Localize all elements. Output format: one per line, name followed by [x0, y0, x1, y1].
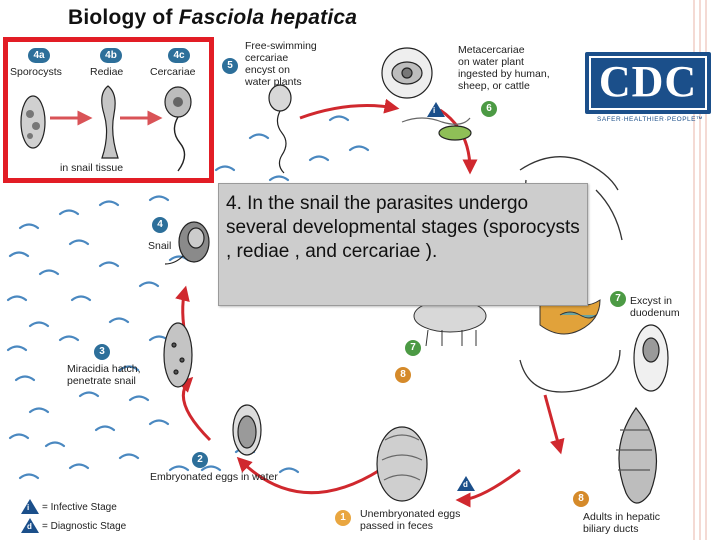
- stage-3-label: Miracidia hatch, penetrate snail: [67, 363, 141, 387]
- stage-1-badge: 1: [335, 510, 351, 526]
- snail-tissue-stages-highlight: 4a 4b 4c Sporocysts Rediae Cercariae in …: [3, 37, 214, 183]
- water-waves: [6, 115, 370, 480]
- adult-fluke-drawing: [616, 406, 657, 504]
- stage-4-badge: 4: [152, 217, 168, 233]
- cdc-logo-plate: [585, 52, 711, 114]
- sporocyst-drawing: [20, 95, 46, 149]
- infective-stage-marker-icon: i: [427, 102, 445, 117]
- free-cercaria-drawing: [268, 84, 292, 174]
- diagnostic-stage-marker-icon: d: [457, 476, 475, 491]
- metacercaria-drawing: [381, 47, 472, 141]
- infective-marker-text: i: [433, 106, 436, 115]
- legend-infective-icon-text: i: [27, 503, 30, 512]
- stage-4b-badge: 4b: [100, 48, 122, 63]
- legend-infective-icon: i: [21, 499, 39, 514]
- stage-7-label: Excyst in duodenum: [630, 295, 680, 319]
- stage-6-badge: 6: [481, 101, 497, 117]
- callout-text: 4. In the snail the parasites undergo se…: [226, 193, 580, 262]
- snail-drawing: [164, 221, 210, 265]
- legend-infective-label: = Infective Stage: [42, 502, 117, 513]
- stage-8-label: Adults in hepatic biliary ducts: [583, 511, 661, 535]
- cdc-logo-frame: [589, 56, 707, 110]
- sporocysts-label: Sporocysts: [10, 66, 62, 78]
- stage-1-label: Unembryonated eggs passed in feces: [360, 508, 461, 532]
- stage-8-host-badge: 8: [395, 367, 411, 383]
- cercariae-label: Cercariae: [150, 66, 196, 78]
- redia-drawing: [101, 85, 119, 159]
- explanation-callout: 4. In the snail the parasites undergo se…: [218, 183, 588, 306]
- in-snail-tissue-label: in snail tissue: [60, 162, 124, 174]
- cdc-logo: CDC SAFER·HEALTHIER·PEOPLE™: [583, 50, 717, 128]
- diagnostic-marker-text: d: [463, 480, 468, 489]
- stage-2-label: Embryonated eggs in water: [150, 471, 278, 483]
- cercaria-drawing: [164, 86, 192, 172]
- stage-2-badge: 2: [192, 452, 208, 468]
- rediae-label: Rediae: [90, 66, 124, 78]
- stage-5-badge: 5: [222, 58, 238, 74]
- unembryonated-egg-drawing: [376, 426, 428, 502]
- stage-4-label: Snail: [148, 240, 172, 252]
- stage-6-label: Metacercariae on water plant ingested by…: [458, 44, 550, 92]
- stage-8-badge: 8: [573, 491, 589, 507]
- excysted-larva-drawing: [633, 324, 669, 392]
- legend-diagnostic-icon: d: [21, 518, 39, 533]
- legend-diagnostic-label: = Diagnostic Stage: [42, 521, 127, 532]
- title-main: Biology of: [68, 6, 179, 29]
- stage-3-badge: 3: [94, 344, 110, 360]
- miracidium-drawing: [163, 322, 193, 388]
- stage-7-host-badge: 7: [405, 340, 421, 356]
- stage-4c-badge: 4c: [168, 48, 190, 63]
- sheep-drawing: [413, 299, 487, 347]
- title-species: Fasciola hepatica: [178, 6, 358, 29]
- slide-title: Biology of Fasciola hepatica: [68, 6, 357, 30]
- stage-5-label: Free-swimming cercariae encyst on water …: [245, 40, 317, 88]
- embryonated-egg-drawing: [232, 404, 262, 456]
- legend-diagnostic-icon-text: d: [27, 522, 32, 531]
- stage-4a-badge: 4a: [28, 48, 50, 63]
- cdc-logo-text: CDC: [598, 57, 698, 106]
- stage-7-badge: 7: [610, 291, 626, 307]
- cdc-logo-tagline: SAFER·HEALTHIER·PEOPLE™: [596, 116, 703, 123]
